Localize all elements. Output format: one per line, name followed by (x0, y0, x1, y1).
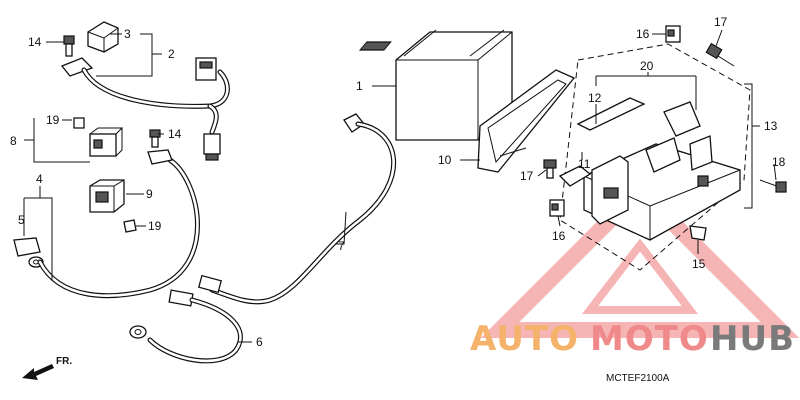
watermark-triangle (480, 178, 800, 338)
callout-13: 13 (764, 119, 778, 133)
cable-6 (129, 289, 243, 364)
part-17-bolt-lower (543, 159, 557, 179)
callout-8: 8 (10, 134, 17, 148)
callout-2: 2 (168, 47, 175, 61)
part-12-strip (576, 97, 646, 131)
callout-14: 14 (28, 35, 42, 49)
cable-7 (197, 113, 397, 305)
callout-9: 9 (146, 187, 153, 201)
front-marker: FR. (56, 356, 72, 367)
part-15-clip (689, 225, 707, 241)
callout-11: 11 (578, 157, 591, 171)
callout-6: 6 (256, 335, 263, 349)
callout-3: 3 (124, 27, 131, 41)
callout-12: 12 (588, 91, 602, 105)
cable-2 (60, 57, 230, 161)
part-5-boot (13, 237, 44, 268)
watermark-auto: AUTO (470, 319, 579, 359)
callout-19: 19 (46, 113, 60, 127)
part-3-cover (87, 21, 119, 53)
leader-lines (23, 29, 777, 343)
part-16-clip-lower (549, 199, 565, 217)
part-13-box (558, 43, 751, 271)
watermark-text: AUTO MOTO HUB (470, 319, 795, 359)
callout-18: 18 (772, 155, 786, 169)
part-9-holder (89, 179, 125, 213)
watermark-moto: MOTO (590, 319, 709, 359)
callout-19: 19 (148, 219, 162, 233)
callout-5: 5 (18, 213, 25, 227)
part-17-bolt-top (705, 42, 735, 67)
part-8-relay (73, 117, 124, 157)
part-19-fuse-lower (123, 219, 137, 233)
callout-17: 17 (714, 15, 728, 29)
callout-10: 10 (438, 153, 452, 167)
part-14-bolt-top (63, 35, 75, 57)
diagram-code: MCTEF2100A (606, 373, 670, 384)
callout-4: 4 (36, 172, 43, 186)
cable-4 (37, 149, 200, 299)
part-18-bolt (759, 179, 787, 193)
callout-17: 17 (520, 169, 534, 183)
part-10-band (477, 69, 576, 173)
front-arrow-icon (22, 364, 54, 380)
callout-1: 1 (356, 79, 363, 93)
callout-7: 7 (338, 239, 345, 253)
callout-15: 15 (692, 257, 706, 271)
callout-14: 14 (168, 127, 182, 141)
part-1-battery (358, 29, 513, 141)
callout-16: 16 (636, 27, 650, 41)
callout-20: 20 (640, 59, 654, 73)
callout-16: 16 (552, 229, 566, 243)
watermark-hub: HUB (710, 319, 795, 359)
